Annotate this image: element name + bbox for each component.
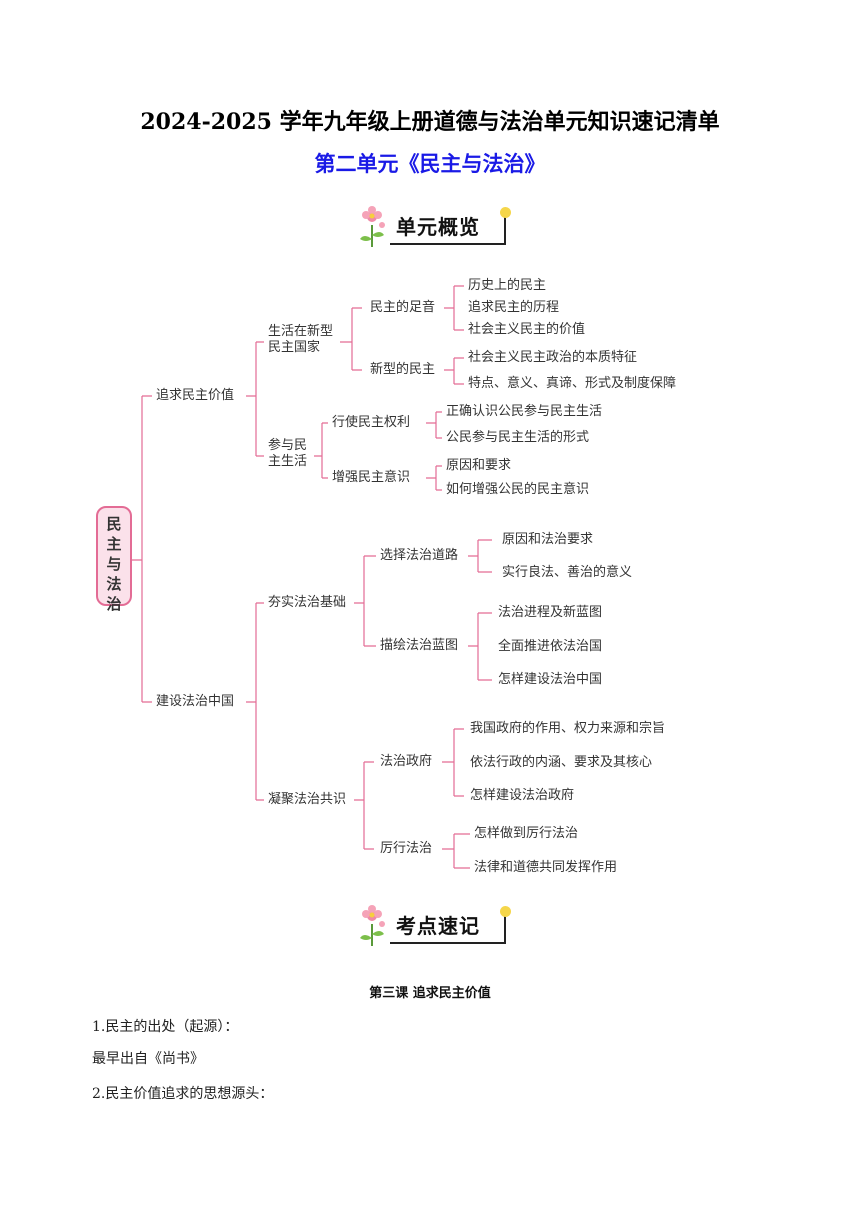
mind-map-root: 民主与法治 [96,506,132,613]
leaf-item: 怎样建设法治中国 [498,672,603,687]
overview-badge-label: 单元概览 [396,215,480,239]
leaf-item: 法治进程及新蓝图 [498,605,603,620]
unit-subtitle: 第二单元《民主与法治》 [314,151,546,176]
leaf-item: 我国政府的作用、权力来源和宗旨 [470,721,666,736]
paragraph: 1.民主的出处（起源）： [92,1019,239,1035]
paragraph: 2.民主价值追求的思想源头： [92,1086,274,1102]
document-title: 2024-2025 学年九年级上册道德与法治单元知识速记清单 [140,109,720,135]
leaf-item: 实行良法、善治的意义 [502,565,633,580]
leaf-item: 追求民主的历程 [468,300,560,315]
lesson-title: 第三课 追求民主价值 [369,986,491,1001]
leaf-item: 依法行政的内涵、要求及其核心 [470,755,653,770]
leaf-item: 全面推进依法治国 [498,639,603,654]
flower-icon [360,905,385,946]
node-practice-law: 厉行法治 [380,841,433,856]
leaf-item: 历史上的民主 [468,278,547,293]
mind-map: 民主与法治 追求民主价值 生活在新型 民主国家 民主的足音 历史上的民主 追求民… [92,260,712,880]
leaf-item: 原因和要求 [446,458,512,473]
node-exercise-rights: 行使民主权利 [332,415,411,430]
leaf-item: 法律和道德共同发挥作用 [474,860,618,875]
leaf-item: 社会主义民主的价值 [468,322,586,337]
node-law-government: 法治政府 [380,754,433,769]
keypoints-badge-label: 考点速记 [396,914,480,938]
leaf-item: 特点、意义、真谛、形式及制度保障 [468,376,677,391]
node-law-blueprint: 描绘法治蓝图 [380,638,459,653]
leaf-item: 怎样做到厉行法治 [474,826,579,841]
overview-badge: 单元概览 [354,205,514,249]
mind-map-connectors [130,285,492,869]
leaf-item: 公民参与民主生活的形式 [446,430,590,445]
node-participate-democracy: 参与民 主生活 [268,438,308,469]
branch-democracy-value: 追求民主价值 [156,388,235,403]
keypoints-badge: 考点速记 [354,904,514,948]
node-choose-law-road: 选择法治道路 [380,548,459,563]
node-law-consensus: 凝聚法治共识 [268,792,347,807]
leaf-item: 正确认识公民参与民主生活 [446,404,603,419]
branch-rule-of-law-china: 建设法治中国 [156,694,235,709]
leaf-item: 社会主义民主政治的本质特征 [468,350,638,365]
leaf-item: 怎样建设法治政府 [470,788,575,803]
node-enhance-awareness: 增强民主意识 [332,470,411,485]
leaf-item: 如何增强公民的民主意识 [446,482,590,497]
flower-icon [360,206,385,247]
node-new-type-democracy: 新型的民主 [370,362,436,377]
node-law-foundation: 夯实法治基础 [268,595,347,610]
paragraph: 最早出自《尚书》 [92,1051,204,1067]
node-democracy-footsteps: 民主的足音 [370,300,436,315]
node-new-democracy-country: 生活在新型 民主国家 [268,324,334,355]
leaf-item: 原因和法治要求 [502,532,594,547]
